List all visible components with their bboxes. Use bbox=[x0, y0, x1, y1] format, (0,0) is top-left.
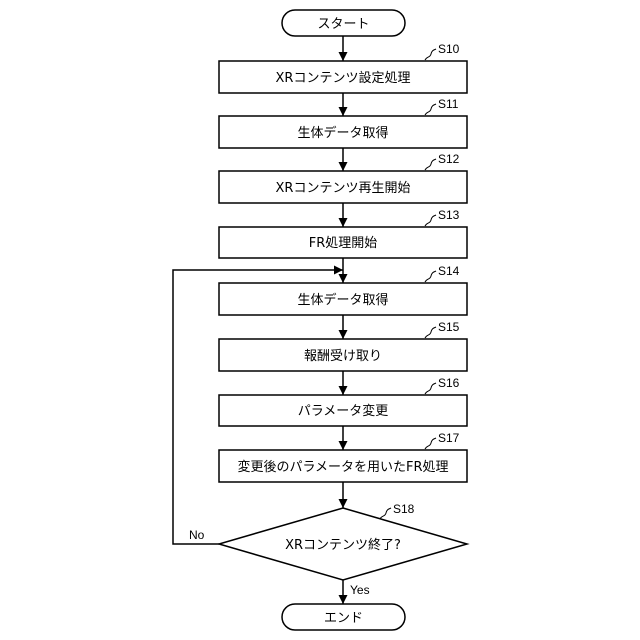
step-s15-leader bbox=[425, 327, 436, 338]
decision-s18-leader bbox=[380, 508, 391, 519]
step-s17-leader bbox=[425, 438, 436, 449]
step-s16-id: S16 bbox=[438, 376, 460, 390]
step-s14-leader bbox=[425, 271, 436, 282]
step-s15-label: 報酬受け取り bbox=[304, 349, 382, 364]
decision-s18-label: XRコンテンツ終了? bbox=[285, 537, 401, 553]
decision-s18: XRコンテンツ終了? S18 bbox=[219, 502, 467, 580]
step-s14-label: 生体データ取得 bbox=[297, 292, 388, 308]
step-s12-id: S12 bbox=[438, 152, 460, 166]
step-s13-label: FR処理開始 bbox=[309, 236, 378, 251]
step-s10-leader bbox=[425, 49, 436, 60]
end-terminal: エンド bbox=[282, 604, 405, 630]
step-s17-label: 変更後のパラメータを用いたFR処理 bbox=[237, 459, 448, 475]
step-s11-leader bbox=[425, 104, 436, 115]
step-s10-label: XRコンテンツ設定処理 bbox=[276, 70, 411, 86]
step-s17-id: S17 bbox=[438, 431, 460, 445]
step-s11-id: S11 bbox=[438, 97, 459, 111]
step-s16-leader bbox=[425, 383, 436, 394]
end-terminal-label: エンド bbox=[324, 611, 363, 626]
step-s11-label: 生体データ取得 bbox=[297, 125, 388, 141]
start-terminal-label: スタート bbox=[317, 17, 369, 32]
branch-yes-label: Yes bbox=[350, 583, 370, 597]
step-s12-leader bbox=[425, 159, 436, 170]
step-s15-id: S15 bbox=[438, 320, 460, 334]
step-s16-label: パラメータ変更 bbox=[298, 403, 389, 419]
step-s14-id: S14 bbox=[438, 264, 460, 278]
decision-s18-id: S18 bbox=[393, 502, 415, 516]
branch-no-label: No bbox=[189, 528, 205, 542]
step-s13-id: S13 bbox=[438, 208, 460, 222]
start-terminal: スタート bbox=[282, 10, 405, 36]
step-s10-id: S10 bbox=[438, 42, 460, 56]
step-s12-label: XRコンテンツ再生開始 bbox=[276, 181, 411, 196]
step-s13-leader bbox=[425, 215, 436, 226]
